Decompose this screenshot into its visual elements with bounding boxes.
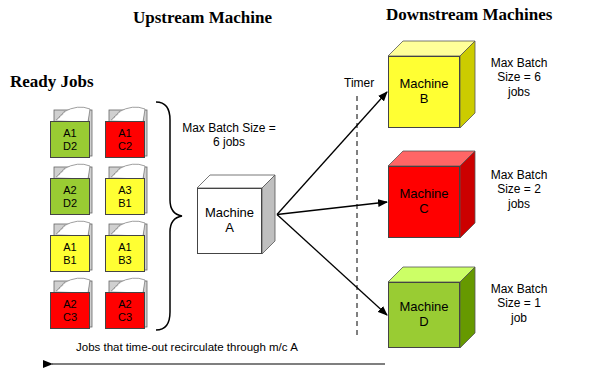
machine-box: Machine B bbox=[388, 56, 460, 128]
cube-top bbox=[197, 175, 275, 188]
job-box: A1 B1 bbox=[50, 235, 90, 272]
job-box: A1 C2 bbox=[105, 121, 145, 158]
paper-sheet bbox=[119, 164, 146, 179]
paper-sheet bbox=[119, 278, 146, 293]
job-box: A1 B3 bbox=[105, 235, 145, 272]
cube-side bbox=[262, 175, 275, 254]
job-label: A2 C3 bbox=[63, 298, 77, 323]
job-label: A3 B1 bbox=[118, 184, 131, 209]
job-label: A1 C2 bbox=[118, 127, 132, 152]
cube-side bbox=[460, 267, 475, 348]
paper-sheet bbox=[64, 221, 91, 236]
batch-size-note: Max Batch Size = 1 job bbox=[488, 282, 550, 325]
cube-side bbox=[460, 41, 475, 128]
job-label: A2 D2 bbox=[63, 184, 77, 209]
cube-side bbox=[460, 151, 475, 238]
machine-label: Machine C bbox=[399, 187, 448, 217]
job-label: A1 D2 bbox=[63, 127, 77, 152]
machine-label: Machine B bbox=[399, 77, 448, 107]
job-box: A2 C3 bbox=[105, 292, 145, 329]
machine-label: Machine D bbox=[399, 300, 448, 330]
job-label: A1 B3 bbox=[118, 241, 131, 266]
section-heading: Upstream Machine bbox=[133, 8, 272, 28]
machine-box: Machine C bbox=[388, 166, 460, 238]
paper-sheet bbox=[64, 278, 91, 293]
job-box: A1 D2 bbox=[50, 121, 90, 158]
recirculation-arrow bbox=[52, 363, 385, 364]
flow-arrow bbox=[277, 202, 387, 215]
paper-sheet bbox=[64, 164, 91, 179]
paper-sheet bbox=[119, 221, 146, 236]
paper-sheet bbox=[64, 107, 91, 122]
job-label: A2 C3 bbox=[118, 298, 132, 323]
job-box: A3 B1 bbox=[105, 178, 145, 215]
job-box: A2 C3 bbox=[50, 292, 90, 329]
section-heading: Downstream Machines bbox=[386, 5, 552, 25]
batch-size-note: Max Batch Size = 6 jobs bbox=[488, 56, 550, 99]
flow-arrow bbox=[277, 92, 387, 215]
batch-size-note: Max Batch Size = 6 jobs bbox=[178, 121, 280, 150]
machine-box: Machine A bbox=[197, 188, 262, 254]
job-label: A1 B1 bbox=[63, 241, 76, 266]
timer-line bbox=[357, 96, 358, 336]
job-box: A2 D2 bbox=[50, 178, 90, 215]
recirculation-note: Jobs that time-out recirculate through m… bbox=[76, 341, 298, 355]
timer-label: Timer bbox=[344, 76, 374, 90]
flow-arrow bbox=[277, 215, 387, 316]
section-heading: Ready Jobs bbox=[10, 72, 94, 92]
paper-sheet bbox=[119, 107, 146, 122]
batch-size-note: Max Batch Size = 2 jobs bbox=[488, 168, 550, 211]
machine-label: Machine A bbox=[205, 206, 254, 236]
machine-cubes bbox=[197, 41, 475, 348]
machine-box: Machine D bbox=[388, 282, 460, 348]
curly-brace bbox=[156, 102, 182, 330]
